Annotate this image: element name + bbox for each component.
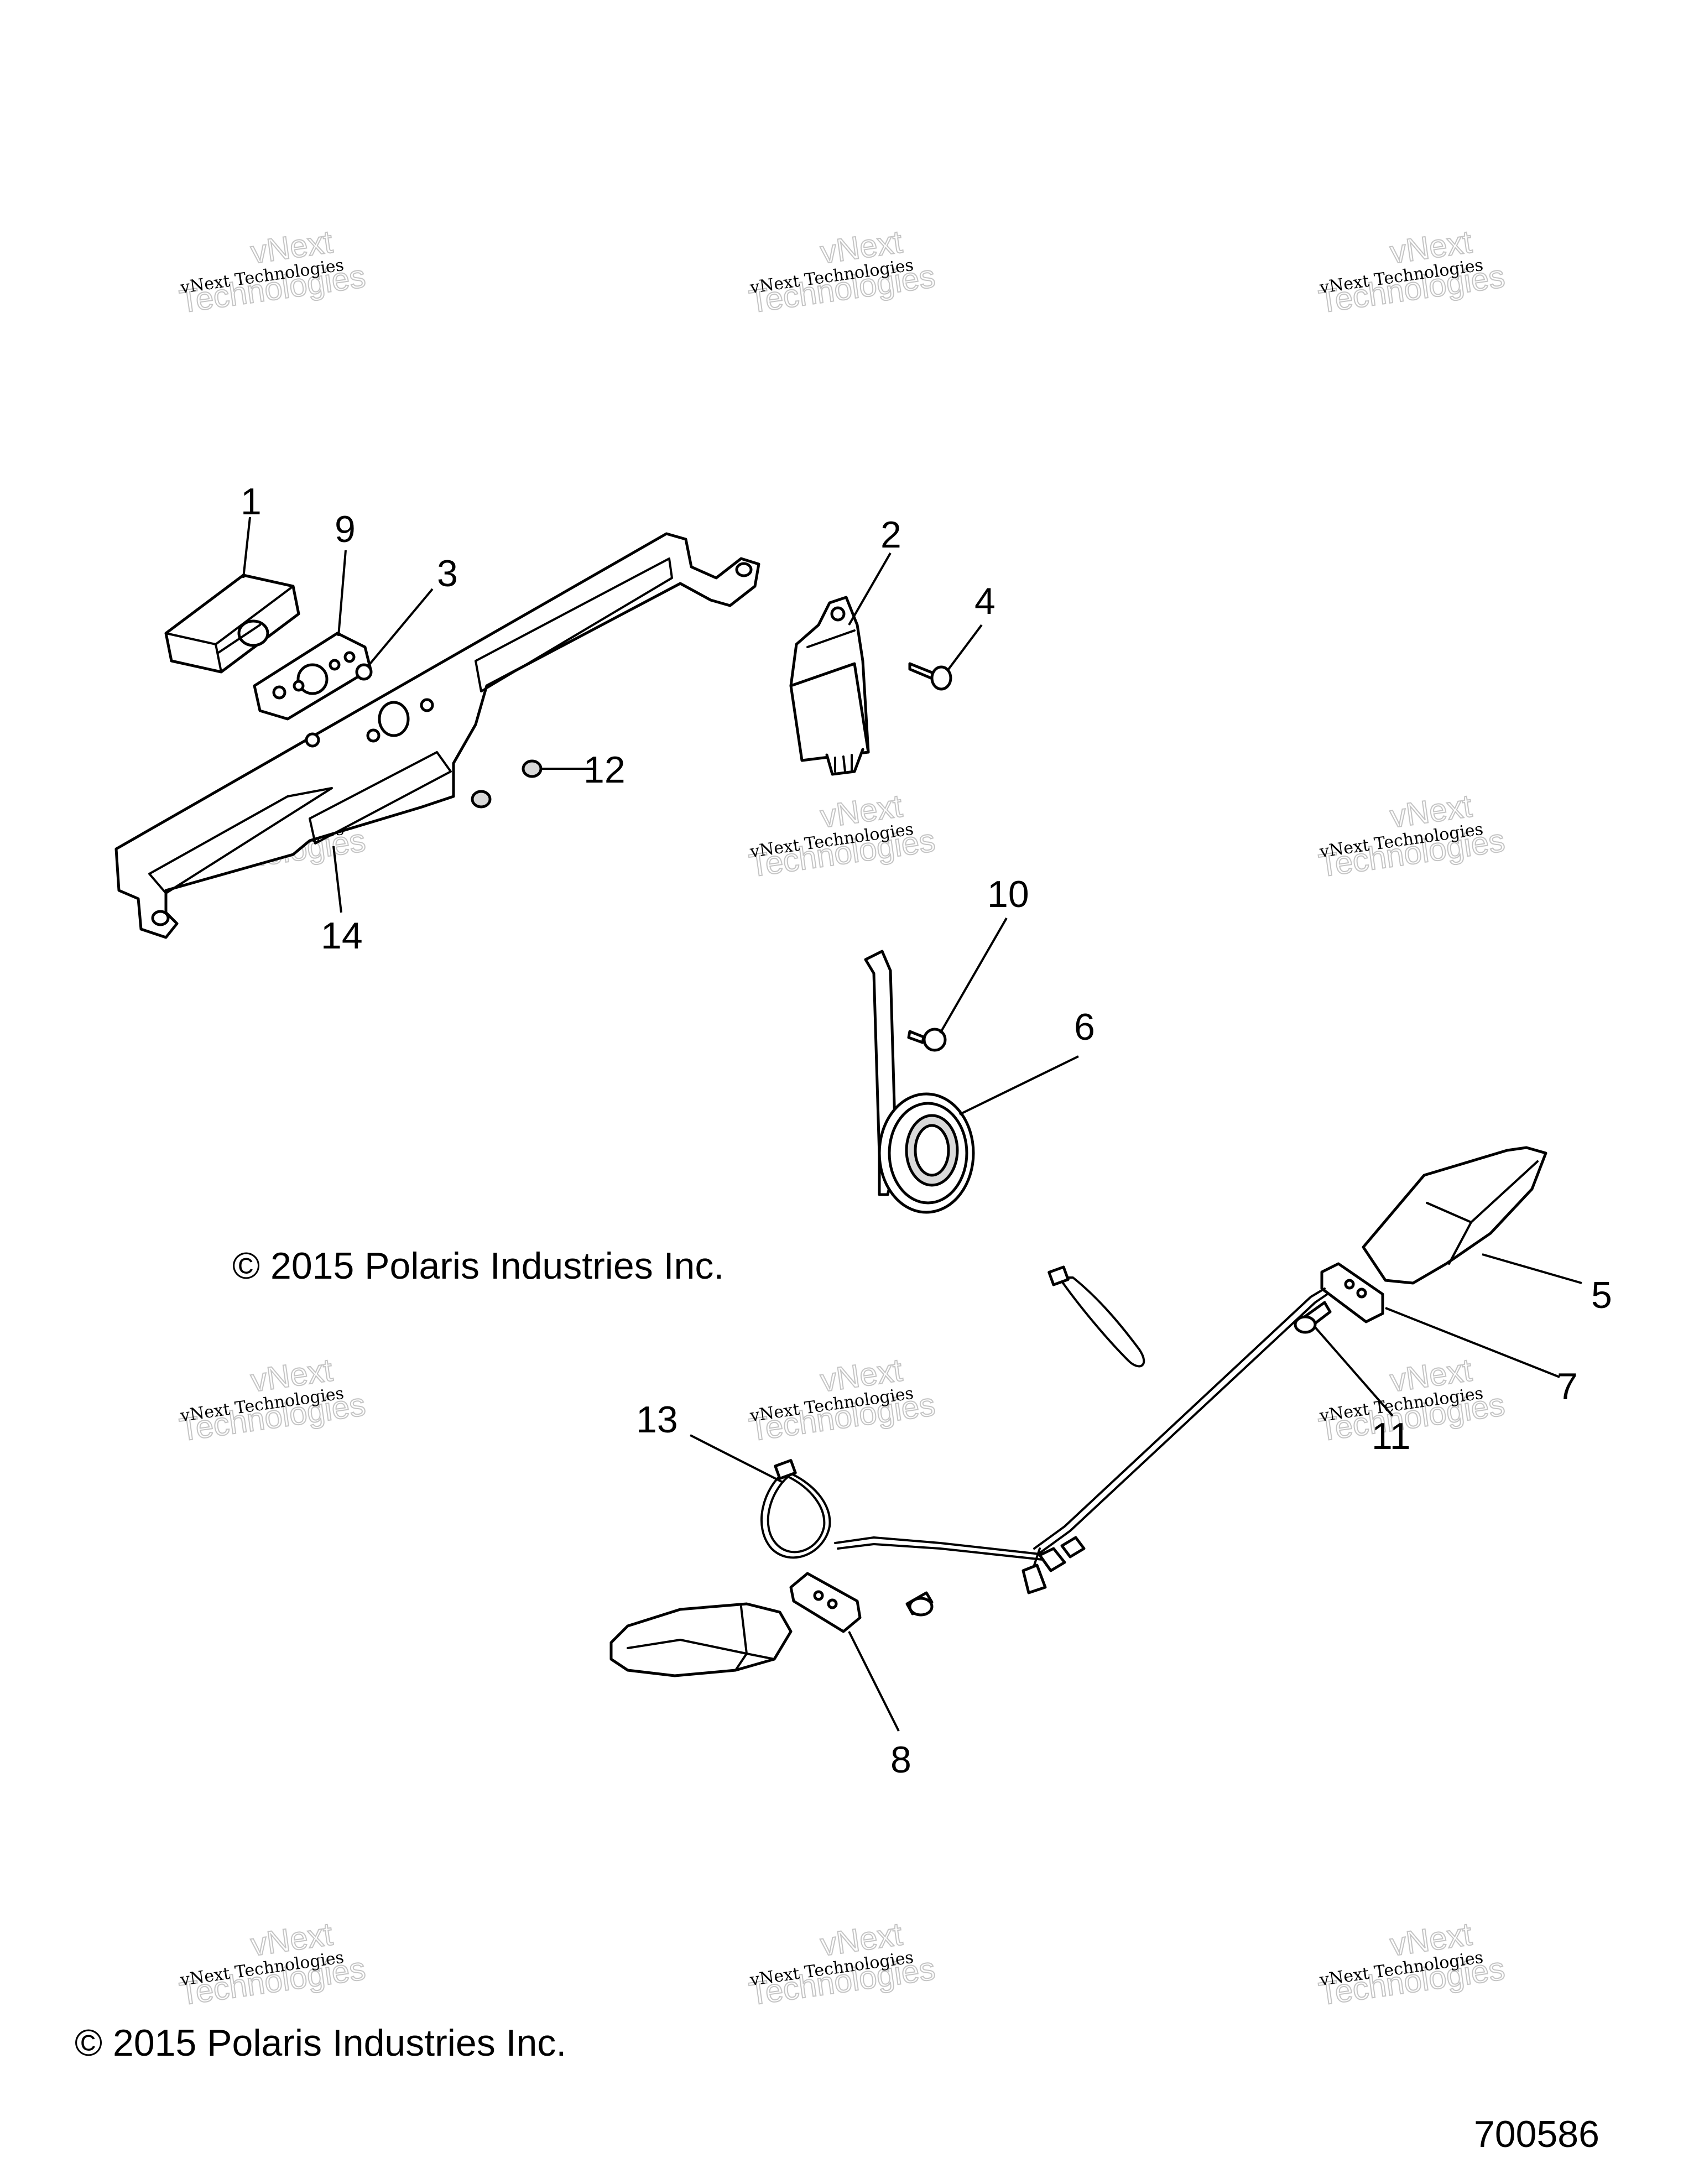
screw [908,662,952,691]
callout-12: 12 [583,749,626,791]
callout-8: 8 [890,1739,911,1781]
watermark: Technologies vNext vNext Technologies [1316,1916,1507,2013]
connector-block [164,574,300,674]
cable-tie-upper [1047,1265,1145,1368]
gasket-right [1320,1262,1384,1323]
nut-small [355,663,373,681]
watermark: Technologies vNext vNext Technologies [746,223,937,321]
copyright-lower: © 2015 Polaris Industries Inc. [75,2022,567,2064]
callout-9: 9 [335,508,356,550]
mounting-bracket [114,532,760,939]
watermark: Technologies vNext vNext Technologies [176,223,368,321]
watermarks: Technologies vNext vNext Technologies Te… [176,223,1507,2013]
horn [864,950,975,1214]
watermark: Technologies vNext vNext Technologies [176,1352,368,1449]
document-number: 700586 [1474,2113,1599,2155]
callout-14: 14 [321,915,363,957]
callout-6: 6 [1074,1006,1095,1048]
callout-1: 1 [241,481,262,523]
watermark: Technologies vNext vNext Technologies [1316,223,1507,321]
callout-4: 4 [974,580,996,622]
watermark: Technologies vNext vNext Technologies [746,788,937,885]
relay-module [789,596,870,776]
gasket-left [789,1572,862,1633]
push-pin-left [905,1591,934,1617]
callout-5: 5 [1591,1274,1612,1316]
bolt [907,1028,947,1052]
callout-10: 10 [987,873,1029,915]
callout-7: 7 [1557,1365,1578,1408]
watermark: Technologies vNext vNext Technologies [746,1916,937,2013]
watermark: Technologies vNext vNext Technologies [1316,788,1507,885]
callout-2: 2 [880,514,901,556]
turn-signal-right [1362,1146,1547,1285]
callout-3: 3 [437,552,458,595]
cable-tie-lower [760,1459,831,1559]
callout-13: 13 [636,1399,678,1441]
watermark: Technologies vNext vNext Technologies [176,1916,368,2013]
copyright-upper: © 2015 Polaris Industries Inc. [232,1245,725,1287]
plate [253,632,372,748]
turn-signal-left [609,1602,793,1677]
wiring-harness [834,1288,1328,1594]
nuts [471,759,543,809]
leader-lines [242,517,1582,1732]
callout-11: 11 [1372,1415,1411,1457]
watermark: Technologies vNext vNext Technologies [746,1352,937,1449]
push-pin-right [1294,1301,1332,1334]
callout-labels: 1 2 3 4 5 6 7 8 9 10 11 12 13 14 [241,481,1612,1781]
